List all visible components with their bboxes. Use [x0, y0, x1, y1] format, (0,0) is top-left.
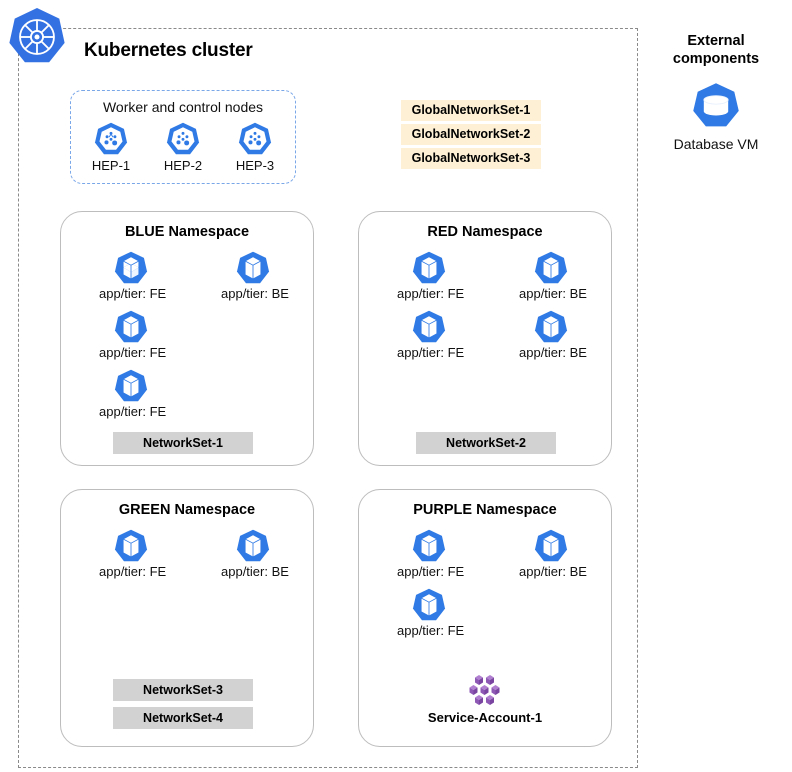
- network-set-badge[interactable]: NetworkSet-2: [416, 432, 556, 454]
- pod-icon: [412, 251, 446, 284]
- pod-green-1[interactable]: app/tier: FE: [99, 528, 209, 579]
- pod-icon: [412, 588, 446, 621]
- kubernetes-cluster-boundary: [18, 28, 638, 768]
- host-endpoint-hep-2[interactable]: HEP-2: [154, 121, 212, 173]
- host-endpoint-icon: [238, 122, 272, 155]
- namespace-blue: BLUE Namespace app/tier: FE: [60, 211, 314, 466]
- pod-icon: [114, 310, 148, 343]
- database-vm-icon: [693, 83, 739, 127]
- pod-green-2[interactable]: app/tier: BE: [221, 528, 331, 579]
- pod-icon: [412, 310, 446, 343]
- global-network-set-list: GlobalNetworkSet-1 GlobalNetworkSet-2 Gl…: [401, 100, 541, 172]
- external-components-group: External components Database VM: [652, 32, 780, 152]
- pod-purple-1[interactable]: app/tier: FE: [397, 528, 507, 579]
- worker-control-nodes-group: Worker and control nodes: [70, 90, 296, 184]
- pod-blue-2[interactable]: app/tier: BE: [221, 250, 331, 301]
- host-endpoint-icon: [166, 122, 200, 155]
- pod-label: app/tier: FE: [397, 623, 465, 638]
- external-component-database-vm[interactable]: Database VM: [652, 80, 780, 152]
- external-components-title: External components: [672, 33, 760, 68]
- pod-red-4[interactable]: app/tier: BE: [519, 309, 629, 360]
- pod-label: app/tier: FE: [397, 345, 465, 360]
- pod-label: app/tier: BE: [221, 564, 289, 579]
- network-set-badge[interactable]: NetworkSet-3: [113, 679, 253, 701]
- host-endpoint-icon: [94, 122, 128, 155]
- pod-label: app/tier: FE: [397, 286, 465, 301]
- worker-control-nodes-title: Worker and control nodes: [102, 99, 264, 115]
- host-endpoint-list: HEP-1 HEP-2: [71, 121, 295, 173]
- pod-label: app/tier: BE: [519, 286, 587, 301]
- service-account-1[interactable]: Service-Account-1: [359, 674, 611, 725]
- host-endpoint-label: HEP-1: [91, 158, 131, 173]
- pod-icon: [114, 529, 148, 562]
- host-endpoint-label: HEP-2: [163, 158, 203, 173]
- pod-icon: [534, 310, 568, 343]
- pod-label: app/tier: BE: [519, 564, 587, 579]
- pod-purple-2[interactable]: app/tier: BE: [519, 528, 629, 579]
- network-set-badge[interactable]: NetworkSet-1: [113, 432, 253, 454]
- pod-icon: [236, 251, 270, 284]
- pod-blue-3[interactable]: app/tier: FE: [99, 309, 209, 360]
- global-network-set-badge[interactable]: GlobalNetworkSet-3: [401, 148, 541, 170]
- service-account-icon: [469, 675, 500, 705]
- pod-label: app/tier: FE: [99, 345, 167, 360]
- pod-blue-4[interactable]: app/tier: FE: [99, 368, 209, 419]
- pod-label: app/tier: BE: [221, 286, 289, 301]
- global-network-set-badge[interactable]: GlobalNetworkSet-1: [401, 100, 541, 122]
- external-component-label: Database VM: [673, 136, 759, 153]
- host-endpoint-label: HEP-3: [235, 158, 275, 173]
- namespace-purple: PURPLE Namespace app/tier: FE: [358, 489, 612, 747]
- namespace-red: RED Namespace app/tier: FE: [358, 211, 612, 466]
- service-account-label: Service-Account-1: [427, 710, 543, 725]
- namespace-green: GREEN Namespace app/tier: FE: [60, 489, 314, 747]
- host-endpoint-hep-3[interactable]: HEP-3: [226, 121, 284, 173]
- pod-icon: [412, 529, 446, 562]
- pod-icon: [534, 251, 568, 284]
- pod-label: app/tier: FE: [99, 286, 167, 301]
- namespace-title: PURPLE Namespace: [413, 502, 557, 518]
- namespace-title: RED Namespace: [427, 224, 543, 240]
- kubernetes-wheel-icon: [9, 7, 65, 63]
- network-set-badge[interactable]: NetworkSet-4: [113, 707, 253, 729]
- host-endpoint-hep-1[interactable]: HEP-1: [82, 121, 140, 173]
- pod-icon: [114, 251, 148, 284]
- pod-icon: [236, 529, 270, 562]
- cluster-title: Kubernetes cluster: [84, 40, 253, 61]
- namespace-title: BLUE Namespace: [124, 224, 250, 240]
- pod-red-2[interactable]: app/tier: BE: [519, 250, 629, 301]
- pod-label: app/tier: FE: [99, 404, 167, 419]
- global-network-set-badge[interactable]: GlobalNetworkSet-2: [401, 124, 541, 146]
- pod-label: app/tier: FE: [397, 564, 465, 579]
- pod-label: app/tier: BE: [519, 345, 587, 360]
- pod-icon: [534, 529, 568, 562]
- pod-red-1[interactable]: app/tier: FE: [397, 250, 507, 301]
- pod-icon: [114, 369, 148, 402]
- pod-label: app/tier: FE: [99, 564, 167, 579]
- pod-purple-3[interactable]: app/tier: FE: [397, 587, 507, 638]
- pod-blue-1[interactable]: app/tier: FE: [99, 250, 209, 301]
- pod-red-3[interactable]: app/tier: FE: [397, 309, 507, 360]
- namespace-title: GREEN Namespace: [118, 502, 256, 518]
